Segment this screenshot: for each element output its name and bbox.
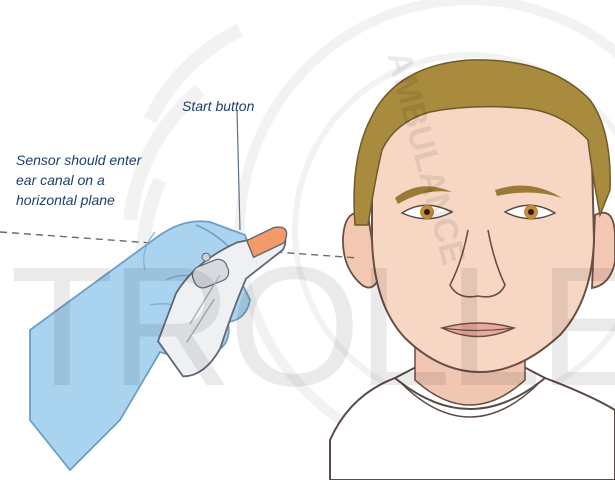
watermark-text: TROLLEY xyxy=(10,232,615,422)
sensor-instruction-label: Sensor should enter ear canal on a horiz… xyxy=(16,150,236,210)
sensor-instruction-line-1: Sensor should enter xyxy=(16,150,236,170)
sensor-instruction-line-3: horizontal plane xyxy=(16,190,236,210)
sensor-instruction-line-2: ear canal on a xyxy=(16,170,236,190)
start-button-label: Start button xyxy=(182,98,254,114)
